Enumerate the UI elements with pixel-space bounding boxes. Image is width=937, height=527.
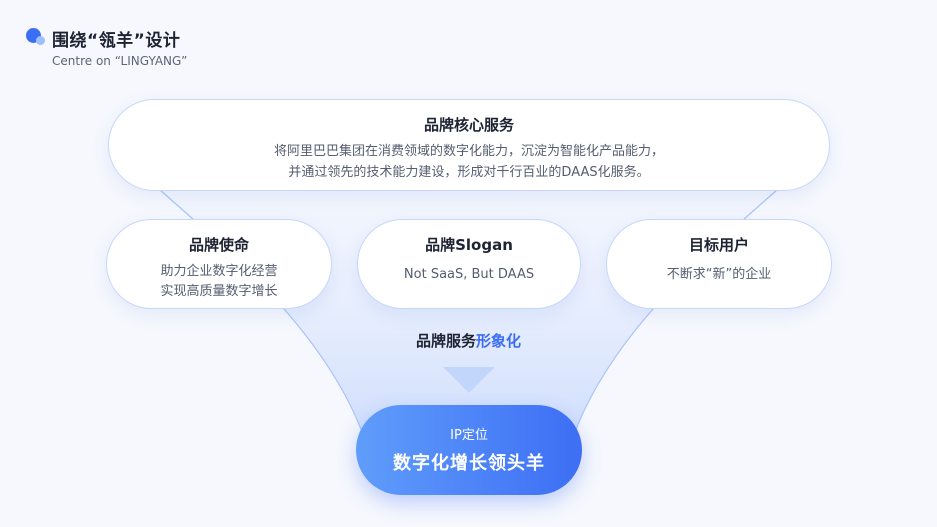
brand-service-label: 品牌服务形象化 bbox=[0, 330, 937, 351]
brand-core-service-card: 品牌核心服务 将阿里巴巴集团在消费领域的数字化能力，沉淀为智能化产品能力， 并通… bbox=[108, 99, 830, 191]
brand-mission-card: 品牌使命 助力企业数字化经营 实现高质量数字增长 bbox=[106, 219, 332, 309]
logo-dot-small bbox=[36, 36, 45, 45]
brand-mission-title: 品牌使命 bbox=[188, 236, 249, 254]
logo-dots-icon bbox=[26, 28, 48, 46]
brand-service-accent: 形象化 bbox=[476, 332, 522, 350]
ip-positioning-label: IP定位 bbox=[450, 428, 488, 443]
page-subtitle: Centre on “LINGYANG” bbox=[52, 54, 188, 68]
brand-slogan-title: 品牌Slogan bbox=[425, 236, 513, 254]
page-title: 围绕“瓴羊”设计 bbox=[52, 31, 181, 51]
brand-core-service-description: 将阿里巴巴集团在消费领域的数字化能力，沉淀为智能化产品能力， 并通过领先的技术能… bbox=[109, 141, 829, 183]
brand-core-service-title: 品牌核心服务 bbox=[423, 116, 514, 134]
brand-slogan-card: 品牌Slogan Not SaaS, But DAAS bbox=[357, 219, 581, 309]
target-user-text: 不断求“新”的企业 bbox=[666, 267, 772, 282]
brand-slogan-text: Not SaaS, But DAAS bbox=[403, 267, 535, 282]
brand-mission-description: 助力企业数字化经营 实现高质量数字增长 bbox=[107, 262, 331, 302]
brand-core-service-line-2: 并通过领先的技术能力建设，形成对千行百业的DAAS化服务。 bbox=[288, 165, 650, 180]
ip-positioning-value: 数字化增长领头羊 bbox=[393, 453, 545, 474]
brand-mission-line-2: 实现高质量数字增长 bbox=[160, 284, 278, 299]
brand-mission-line-1: 助力企业数字化经营 bbox=[160, 264, 278, 279]
target-user-card: 目标用户 不断求“新”的企业 bbox=[606, 219, 832, 309]
brand-service-prefix: 品牌服务 bbox=[415, 332, 476, 350]
down-arrow-icon bbox=[443, 367, 495, 393]
brand-core-service-line-1: 将阿里巴巴集团在消费领域的数字化能力，沉淀为智能化产品能力， bbox=[273, 144, 664, 159]
target-user-title: 目标用户 bbox=[688, 236, 749, 254]
ip-positioning-card: IP定位 数字化增长领头羊 bbox=[356, 405, 582, 495]
